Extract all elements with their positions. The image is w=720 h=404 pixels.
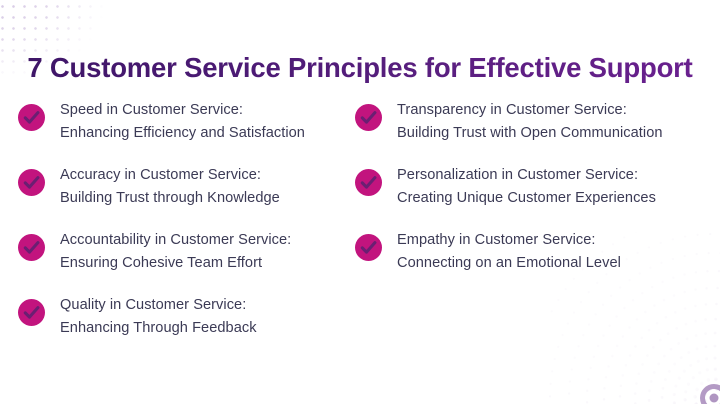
principles-list: Speed in Customer Service: Enhancing Eff…	[0, 99, 720, 379]
check-circle-icon	[355, 234, 382, 261]
list-item-text: Empathy in Customer Service: Connecting …	[397, 229, 705, 275]
check-circle-icon	[18, 104, 45, 131]
list-item-subheading: Building Trust through Knowledge	[60, 190, 280, 206]
list-item[interactable]: Transparency in Customer Service: Buildi…	[355, 99, 705, 145]
list-item-text: Quality in Customer Service: Enhancing T…	[60, 294, 358, 340]
check-circle-icon	[18, 169, 45, 196]
list-item-heading: Accountability in Customer Service:	[60, 232, 292, 248]
list-item[interactable]: Accountability in Customer Service: Ensu…	[18, 229, 358, 275]
list-item[interactable]: Personalization in Customer Service: Cre…	[355, 164, 705, 210]
check-circle-icon	[18, 299, 45, 326]
list-item-heading: Empathy in Customer Service:	[397, 232, 596, 248]
slide-title: 7 Customer Service Principles for Effect…	[0, 51, 720, 85]
list-item-text: Transparency in Customer Service: Buildi…	[397, 99, 705, 145]
list-item-subheading: Connecting on an Emotional Level	[397, 255, 621, 271]
principles-column-right: Transparency in Customer Service: Buildi…	[355, 99, 705, 294]
check-circle-icon	[355, 104, 382, 131]
list-item[interactable]: Quality in Customer Service: Enhancing T…	[18, 294, 358, 340]
list-item-subheading: Enhancing Through Feedback	[60, 320, 257, 336]
list-item-text: Accuracy in Customer Service: Building T…	[60, 164, 358, 210]
list-item-subheading: Ensuring Cohesive Team Effort	[60, 255, 263, 271]
list-item-subheading: Building Trust with Open Communication	[397, 125, 663, 141]
list-item-text: Personalization in Customer Service: Cre…	[397, 164, 705, 210]
list-item-heading: Accuracy in Customer Service:	[60, 167, 261, 183]
list-item[interactable]: Accuracy in Customer Service: Building T…	[18, 164, 358, 210]
list-item-heading: Quality in Customer Service:	[60, 297, 247, 313]
check-circle-icon	[18, 234, 45, 261]
check-circle-icon	[355, 169, 382, 196]
list-item[interactable]: Speed in Customer Service: Enhancing Eff…	[18, 99, 358, 145]
list-item-heading: Personalization in Customer Service:	[397, 167, 639, 183]
list-item[interactable]: Empathy in Customer Service: Connecting …	[355, 229, 705, 275]
list-item-subheading: Enhancing Efficiency and Satisfaction	[60, 125, 305, 141]
principles-column-left: Speed in Customer Service: Enhancing Eff…	[18, 99, 358, 359]
list-item-text: Accountability in Customer Service: Ensu…	[60, 229, 358, 275]
list-item-text: Speed in Customer Service: Enhancing Eff…	[60, 99, 358, 145]
list-item-heading: Speed in Customer Service:	[60, 102, 243, 118]
list-item-heading: Transparency in Customer Service:	[397, 102, 627, 118]
list-item-subheading: Creating Unique Customer Experiences	[397, 190, 656, 206]
